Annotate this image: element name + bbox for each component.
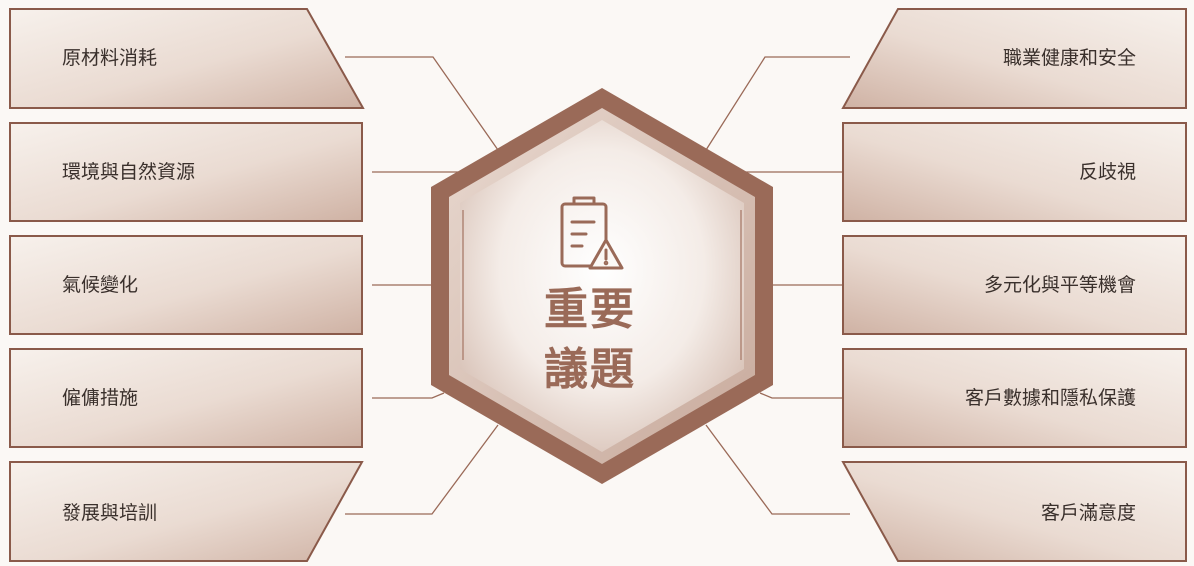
box-employment <box>9 348 363 448</box>
connector-line <box>345 56 499 151</box>
label-left-3: 氣候變化 <box>62 274 139 296</box>
box-ohs <box>841 8 1187 109</box>
center-hexagon <box>431 88 773 484</box>
center-title-line2: 議題 <box>544 344 636 395</box>
box-privacy <box>842 348 1187 448</box>
box-anti-discrimination <box>842 122 1187 222</box>
label-left-5: 發展與培訓 <box>62 502 158 524</box>
box-environment <box>9 122 363 222</box>
label-left-2: 環境與自然資源 <box>62 161 196 183</box>
left-boxes <box>9 8 365 562</box>
box-satisfaction <box>841 461 1187 562</box>
label-left-4: 僱傭措施 <box>62 387 139 409</box>
connectors-right <box>705 56 850 515</box>
connectors-left <box>345 56 499 515</box>
label-right-2: 反歧視 <box>1078 161 1136 183</box>
box-diversity <box>842 235 1187 335</box>
hexagon-inner <box>460 120 744 452</box>
connector-line <box>759 392 843 399</box>
label-right-3: 多元化與平等機會 <box>983 274 1136 296</box>
center-title-line1: 重要 <box>544 284 636 335</box>
connector-line <box>372 392 445 399</box>
right-boxes <box>841 8 1187 562</box>
box-climate <box>9 235 363 335</box>
label-right-4: 客戶數據和隱私保護 <box>964 387 1136 409</box>
connector-line <box>345 424 499 515</box>
connector-line <box>705 56 850 151</box>
box-raw-materials <box>9 8 365 109</box>
connector-line <box>705 424 850 515</box>
box-training <box>9 461 364 562</box>
label-left-1: 原材料消耗 <box>62 47 158 69</box>
label-right-1: 職業健康和安全 <box>1002 47 1136 69</box>
clipboard-warning-icon <box>560 196 624 270</box>
label-right-5: 客戶滿意度 <box>1040 502 1136 524</box>
